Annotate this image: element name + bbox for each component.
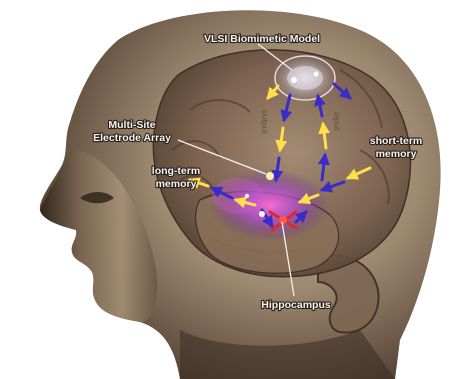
label-long-term-line1: long-term: [152, 165, 200, 177]
label-electrode-array-line1: Multi-Site: [108, 119, 155, 131]
label-hippocampus: Hippocampus: [261, 299, 331, 311]
vlsi-chip-icon: [275, 56, 335, 100]
pathway-label-input: input: [332, 112, 342, 131]
pathway-label-output: output: [260, 110, 270, 134]
label-long-term-line2: memory: [156, 178, 197, 190]
label-short-term-line2: memory: [376, 148, 417, 160]
label-vlsi-model: VLSI Biomimetic Model: [204, 33, 320, 45]
label-short-term-line1: short-term: [370, 135, 423, 147]
label-electrode-array-line2: Electrode Array: [93, 132, 171, 144]
neural-activity-glow-left: [212, 178, 264, 214]
